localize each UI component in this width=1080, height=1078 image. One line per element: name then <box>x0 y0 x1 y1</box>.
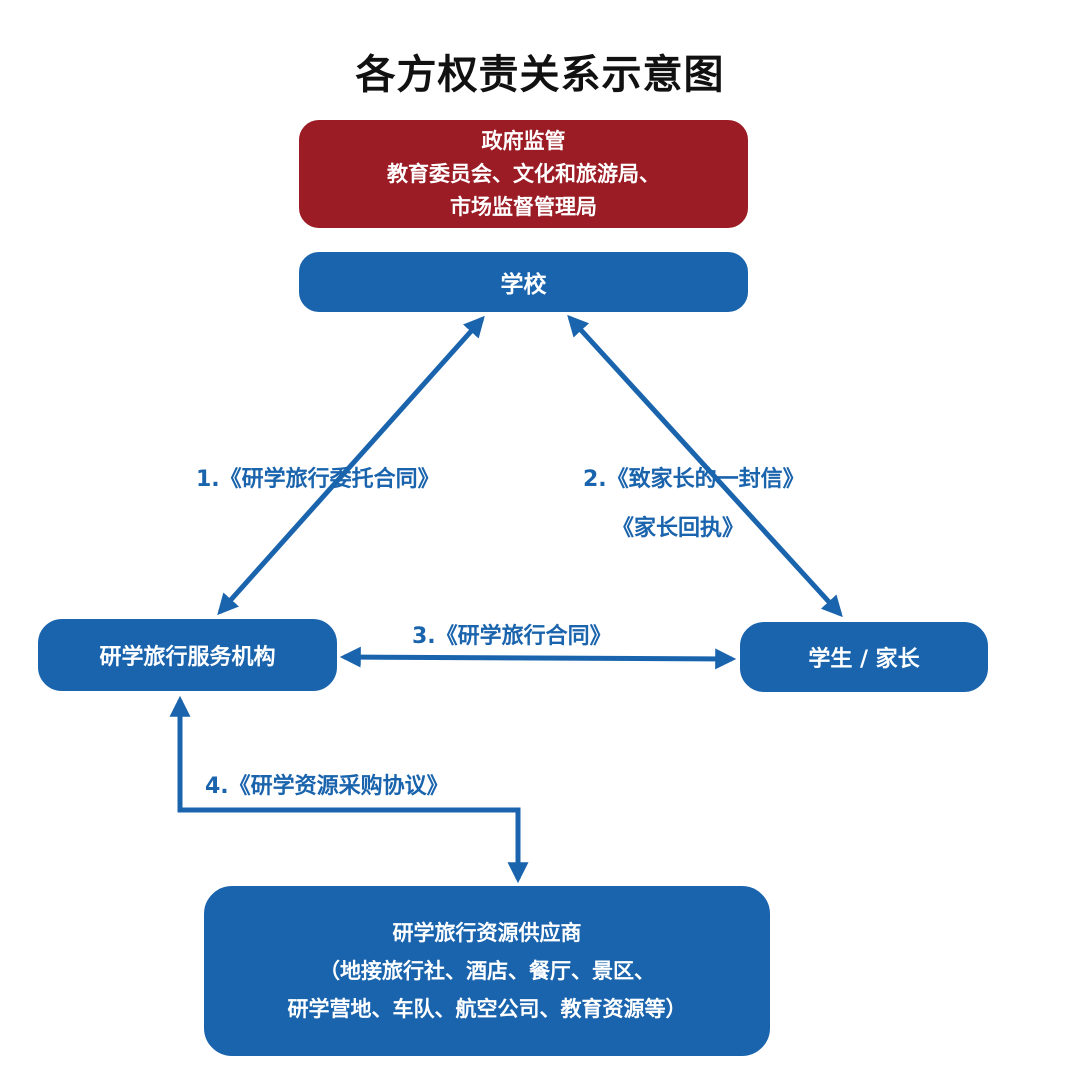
arrow-school-agency <box>217 315 485 616</box>
diagram-title: 各方权责关系示意图 <box>355 52 725 98</box>
link-label-letter: 2.《致家长的一封信》 <box>583 467 805 492</box>
school-label: 学校 <box>500 272 547 298</box>
government-line-2: 教育委员会、文化和旅游局、 <box>387 161 660 186</box>
student-parent-label: 学生 / 家长 <box>808 647 920 672</box>
supplier-line-2: （地接旅行社、酒店、餐厅、景区、 <box>319 959 655 983</box>
agency-label: 研学旅行服务机构 <box>99 645 276 670</box>
arrow-school-student <box>567 314 843 618</box>
link-label-receipt: 《家长回执》 <box>612 516 745 541</box>
arrow-agency-supplier <box>169 695 529 884</box>
arrow-agency-student <box>339 646 737 670</box>
school-node: 学校 <box>297 250 750 314</box>
link-label-contract-3: 3.《研学旅行合同》 <box>412 624 612 649</box>
supplier-line-1: 研学旅行资源供应商 <box>392 921 582 945</box>
government-line-3: 市场监督管理局 <box>450 194 597 219</box>
government-line-1: 政府监管 <box>481 128 566 153</box>
agency-node: 研学旅行服务机构 <box>36 617 339 693</box>
link-label-procurement: 4.《研学资源采购协议》 <box>205 774 449 799</box>
supplier-node: 研学旅行资源供应商 （地接旅行社、酒店、餐厅、景区、 研学营地、车队、航空公司、… <box>202 884 772 1058</box>
link-label-contract-1: 1.《研学旅行委托合同》 <box>196 467 440 492</box>
student-parent-node: 学生 / 家长 <box>738 620 990 694</box>
supplier-line-3: 研学营地、车队、航空公司、教育资源等） <box>287 997 687 1021</box>
government-node: 政府监管 教育委员会、文化和旅游局、 市场监督管理局 <box>297 118 750 230</box>
